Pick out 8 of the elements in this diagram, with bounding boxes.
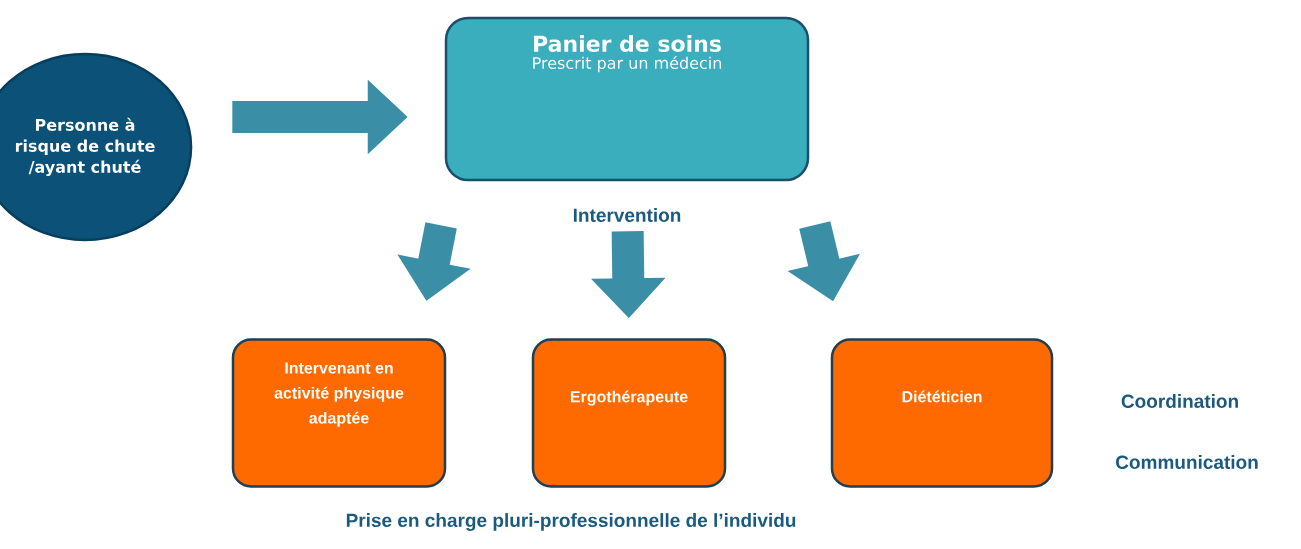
text-label: Prise en charge pluri-professionnelle de l’individu (346, 513, 796, 531)
process-box: Panier de soins Prescrit par un médecin (444, 16, 810, 182)
role-box: Intervenant en activité physique adaptée (231, 338, 447, 488)
text-label: Coordination (1121, 394, 1238, 408)
text-label: Intervention (573, 208, 681, 222)
text-label: Communication (1116, 455, 1258, 469)
role-box: Diététicien (830, 338, 1054, 488)
role-box: Ergothérapeute (531, 338, 727, 488)
